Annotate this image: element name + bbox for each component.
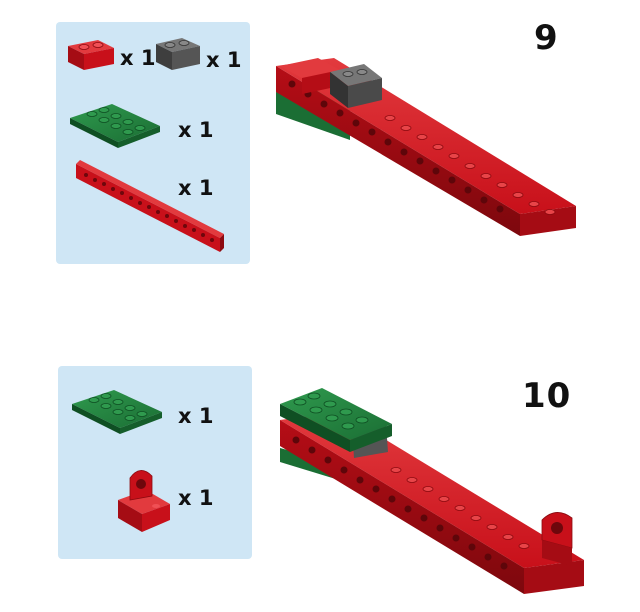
part-quantity: x 1	[120, 46, 156, 70]
green-plate-2x4-icon	[72, 390, 162, 434]
part-quantity: x 1	[178, 118, 214, 142]
part-quantity: x 1	[178, 486, 214, 510]
red-technic-brick-1x2-icon	[68, 40, 114, 70]
step-number: 10	[522, 376, 572, 416]
step-10-assembly	[280, 388, 584, 594]
step-number: 9	[534, 18, 559, 58]
dark-gray-technic-brick-1x2-icon	[156, 38, 200, 70]
part-quantity: x 1	[178, 404, 214, 428]
step-9-assembly	[276, 58, 576, 236]
part-quantity: x 1	[206, 48, 242, 72]
red-technic-beam-1x16-icon	[76, 160, 224, 252]
part-quantity: x 1	[178, 176, 214, 200]
green-plate-2x4-icon	[70, 104, 160, 148]
red-technic-brick-with-hole-icon	[118, 470, 170, 532]
